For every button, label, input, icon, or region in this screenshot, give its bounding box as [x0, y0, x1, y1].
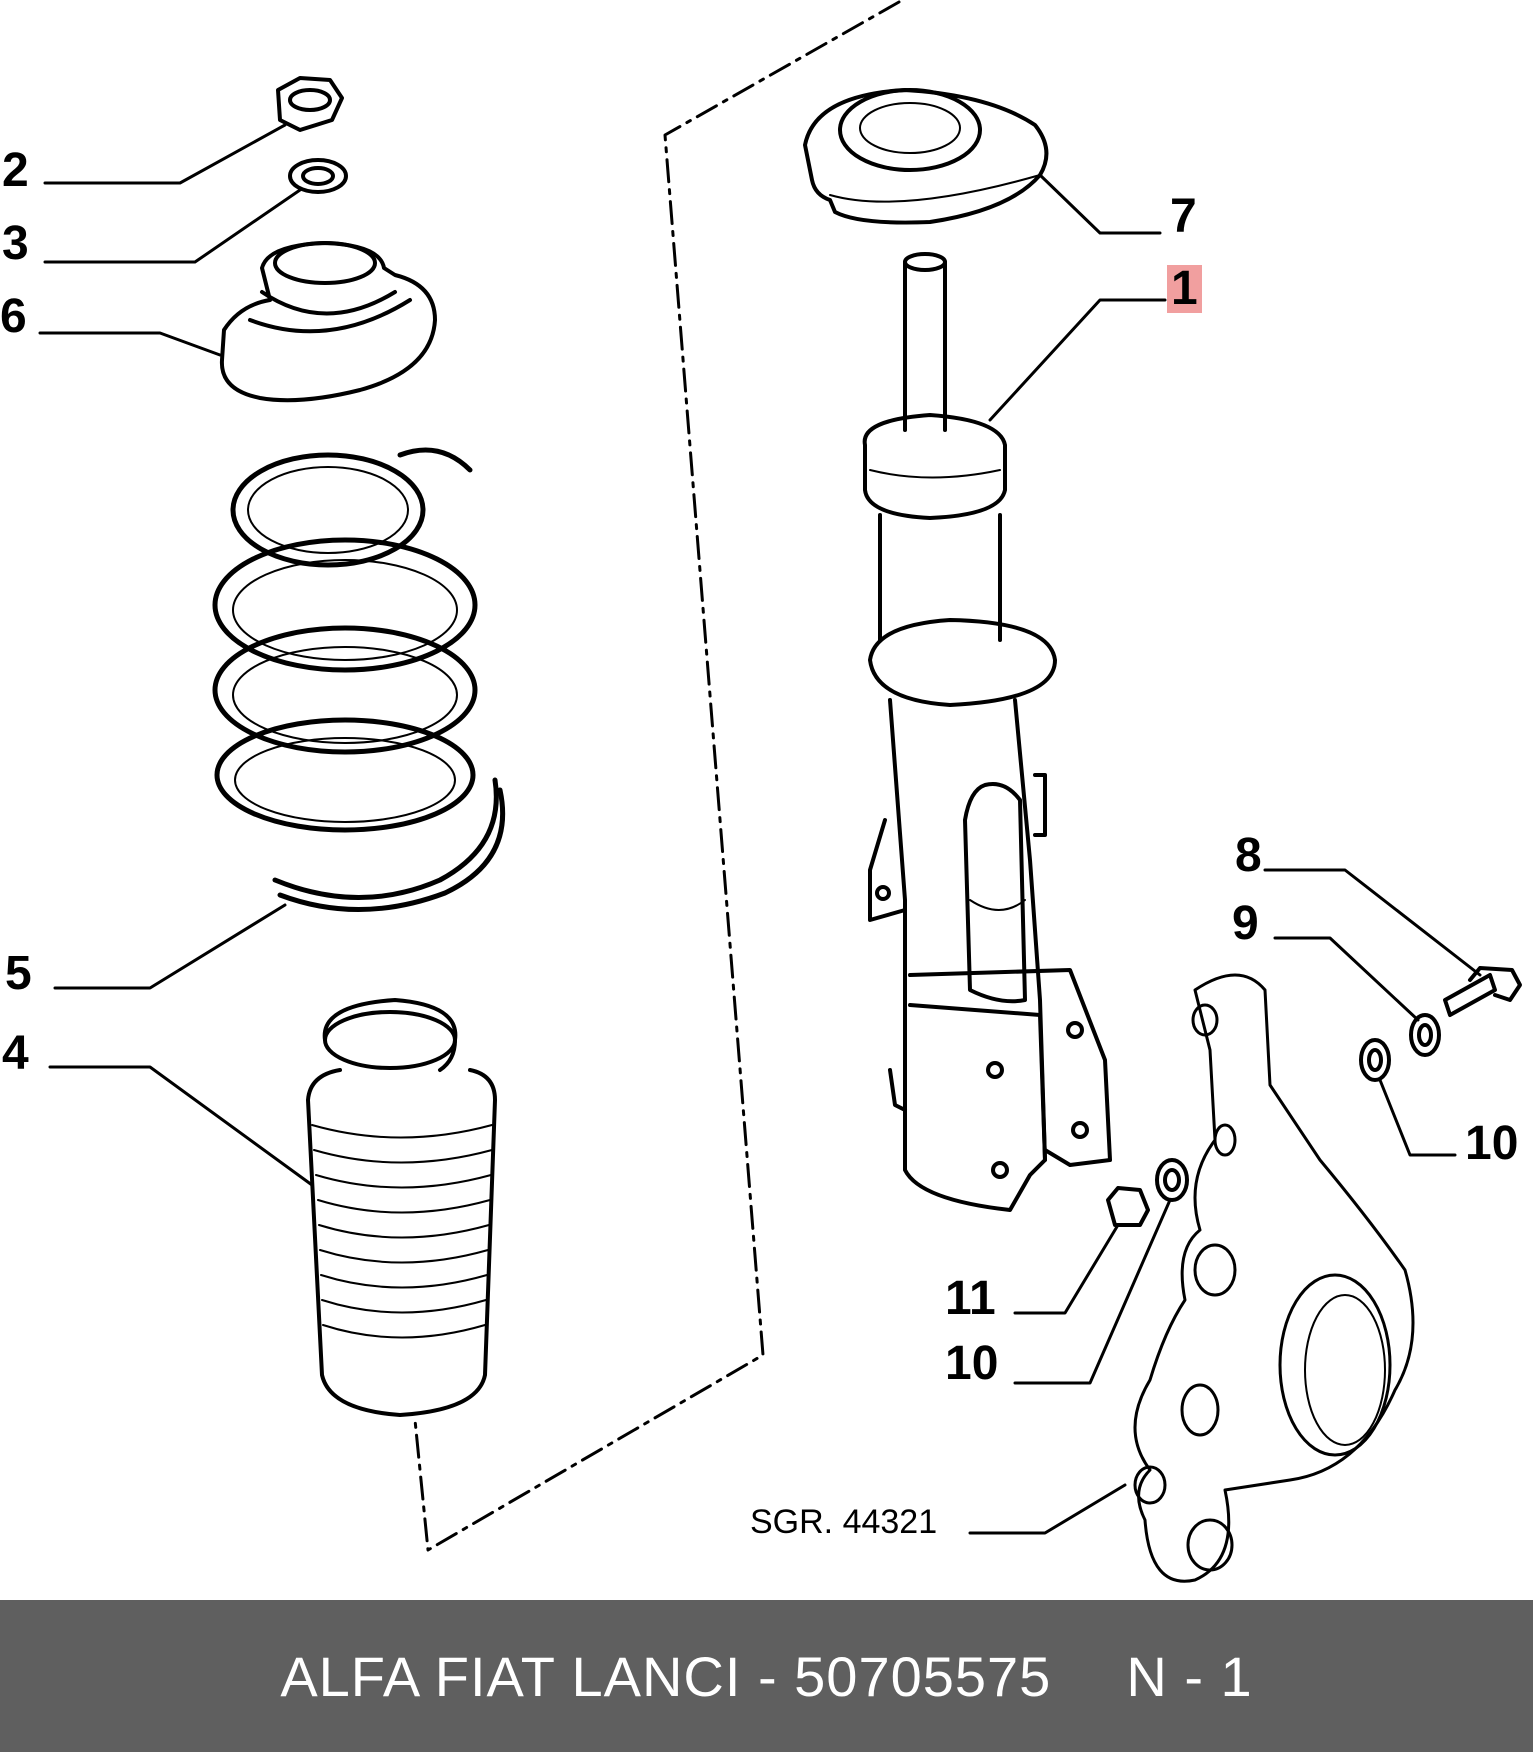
dust-boot-part-4 — [306, 998, 497, 1417]
callout-7: 7 — [1170, 190, 1197, 243]
leader-line-4 — [48, 1065, 314, 1187]
leader-line-3 — [43, 188, 302, 264]
callout-9: 9 — [1232, 897, 1259, 950]
footer-brand-text: ALFA FIAT LANCI - 50705575 — [280, 1644, 1052, 1708]
plug-part-11 — [1106, 1186, 1150, 1227]
top-mount-part-7 — [803, 88, 1049, 225]
leader-line-11 — [1013, 1223, 1120, 1315]
callout-11: 11 — [945, 1272, 996, 1325]
steering-knuckle — [1133, 973, 1415, 1583]
leader-line-reference — [968, 1483, 1127, 1535]
leader-line-1 — [988, 298, 1167, 422]
washer-part-10-upper — [1359, 1038, 1391, 1082]
exploded-parts-diagram — [38, 0, 1522, 1583]
washer-part-9 — [1409, 1013, 1441, 1057]
leader-line-7 — [1038, 173, 1162, 235]
leader-line-5 — [53, 903, 287, 990]
washer-part-10-lower — [1155, 1158, 1189, 1202]
nut-part-2 — [276, 76, 344, 132]
callout-8: 8 — [1235, 829, 1262, 882]
leader-line-10-lower — [1013, 1198, 1172, 1385]
footer-page-text: N - 1 — [1126, 1644, 1253, 1708]
callout-3: 3 — [2, 217, 29, 270]
leader-line-9 — [1273, 936, 1420, 1022]
spring-seat-part-6 — [219, 241, 437, 403]
callout-4: 4 — [2, 1027, 29, 1080]
coil-spring-part-5 — [212, 447, 506, 912]
assembly-dashed-outline — [413, 0, 901, 1552]
leader-line-2 — [43, 123, 287, 185]
leader-line-8 — [1263, 868, 1482, 977]
washer-part-3 — [288, 158, 348, 194]
leader-line-6 — [38, 331, 222, 357]
strut-part-1 — [862, 252, 1112, 1212]
reference-label: SGR. 44321 — [750, 1503, 938, 1541]
bolt-part-8 — [1443, 966, 1522, 1017]
footer-bar: ALFA FIAT LANCI - 50705575 N - 1 — [0, 1600, 1533, 1752]
leader-line-10-upper — [1378, 1078, 1457, 1157]
callout-10-lower: 10 — [945, 1337, 999, 1390]
callout-1-highlighted: 1 — [1167, 265, 1202, 313]
callout-5: 5 — [5, 947, 32, 1000]
callout-10-upper: 10 — [1465, 1117, 1519, 1170]
callout-6: 6 — [0, 290, 27, 343]
callout-2: 2 — [2, 144, 29, 197]
